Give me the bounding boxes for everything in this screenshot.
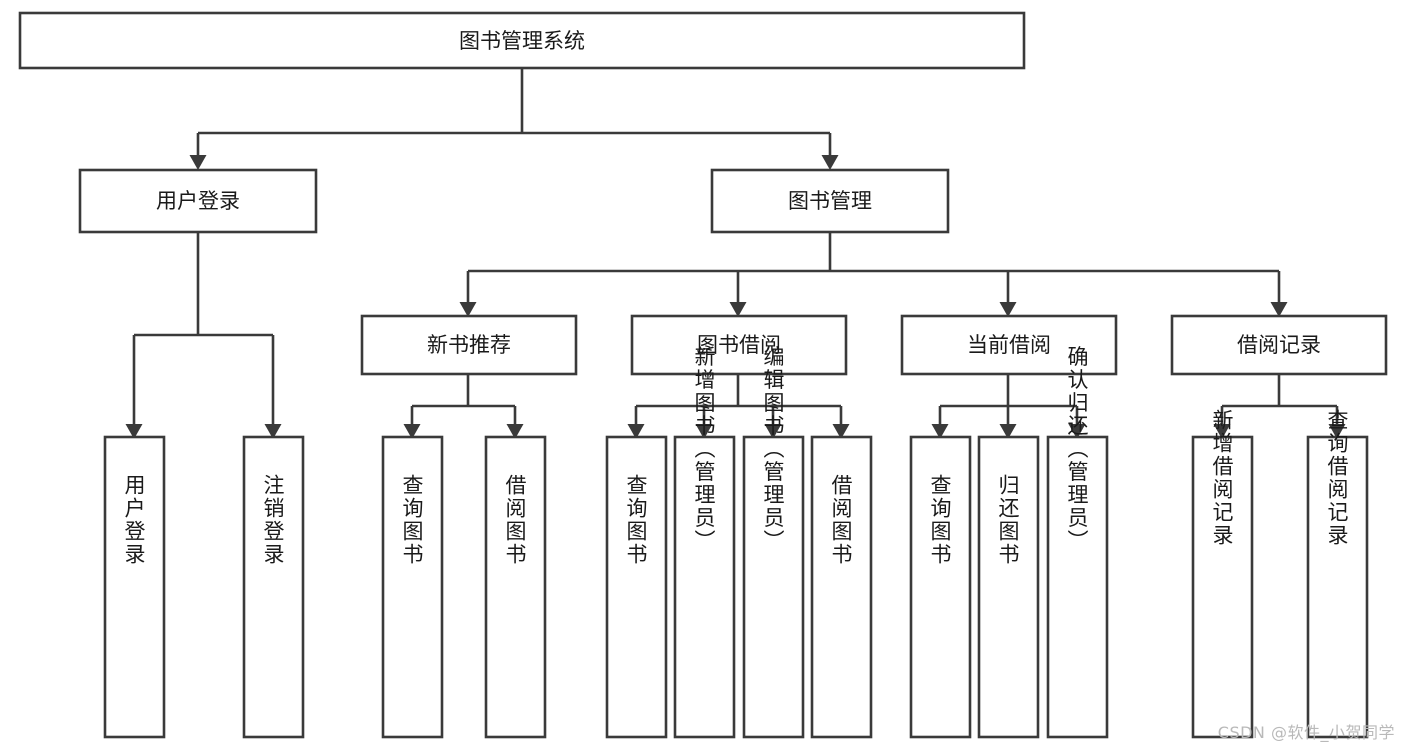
connectors-book-manage-to-level3 [466, 232, 1281, 303]
leaf-logout[interactable]: 注销登录 [242, 435, 305, 739]
leaf-add-record[interactable]: 新增借阅记录 [1191, 409, 1254, 739]
leaf-add-record-label: 新增借阅记录 [1210, 409, 1234, 547]
connectors-user-login-to-leaves [132, 232, 275, 425]
arrow-root-to-user-login [189, 155, 207, 170]
leaf-add-book-label: 新增图书（管理员） [692, 346, 716, 553]
leaf-query-book-3-label: 查询图书 [928, 474, 952, 566]
connectors-new-book-recommend-to-leaves [410, 374, 517, 425]
node-new-book-recommend[interactable]: 新书推荐 [360, 314, 578, 376]
connectors-root-to-level2 [196, 68, 832, 156]
leaf-borrow-book-2-label: 借阅图书 [829, 474, 853, 566]
leaf-user-login[interactable]: 用户登录 [103, 435, 166, 739]
leaf-confirm-return[interactable]: 确认归还（管理员） [1046, 346, 1109, 739]
leaf-query-book-2[interactable]: 查询图书 [605, 435, 668, 739]
csdn-watermark: CSDN @软件_小贺同学 [1217, 723, 1395, 742]
node-user-login[interactable]: 用户登录 [78, 168, 318, 234]
leaf-return-book-label: 归还图书 [996, 474, 1020, 566]
leaf-edit-book[interactable]: 编辑图书（管理员） [742, 346, 805, 739]
node-current-borrow[interactable]: 当前借阅 [900, 314, 1118, 376]
leaf-query-book-2-label: 查询图书 [624, 474, 648, 566]
connectors-borrow-record-to-leaves [1220, 374, 1339, 425]
node-new-book-recommend-label: 新书推荐 [427, 333, 511, 357]
node-root-label: 图书管理系统 [459, 29, 585, 53]
leaf-query-book-1[interactable]: 查询图书 [381, 435, 444, 739]
leaf-borrow-book-2[interactable]: 借阅图书 [810, 435, 873, 739]
leaf-query-book-1-label: 查询图书 [400, 474, 424, 566]
leaf-logout-label: 注销登录 [261, 474, 285, 566]
connectors-book-borrow-to-leaves [634, 374, 843, 425]
leaf-edit-book-label: 编辑图书（管理员） [761, 346, 785, 553]
leaf-query-record-label: 查询借阅记录 [1325, 409, 1349, 547]
node-borrow-record-label: 借阅记录 [1237, 333, 1321, 357]
connectors-current-borrow-to-leaves [938, 374, 1079, 425]
arrow-root-to-book-manage [821, 155, 839, 170]
node-user-login-label: 用户登录 [156, 189, 240, 213]
arrows-book-manage-children [459, 302, 1288, 317]
node-book-manage-label: 图书管理 [788, 189, 872, 213]
leaf-borrow-book-1-label: 借阅图书 [503, 474, 527, 566]
leaf-add-book[interactable]: 新增图书（管理员） [673, 346, 736, 739]
node-book-manage[interactable]: 图书管理 [710, 168, 950, 234]
leaf-query-record[interactable]: 查询借阅记录 [1306, 409, 1369, 739]
node-book-borrow[interactable]: 图书借阅 [630, 314, 848, 376]
leaf-return-book[interactable]: 归还图书 [977, 435, 1040, 739]
node-borrow-record[interactable]: 借阅记录 [1170, 314, 1388, 376]
leaf-query-book-3[interactable]: 查询图书 [909, 435, 972, 739]
node-current-borrow-label: 当前借阅 [967, 333, 1051, 357]
leaf-borrow-book-1[interactable]: 借阅图书 [484, 435, 547, 739]
node-book-borrow-label: 图书借阅 [697, 333, 781, 357]
leaf-user-login-label: 用户登录 [122, 474, 146, 566]
node-root[interactable]: 图书管理系统 [18, 11, 1026, 70]
leaf-confirm-return-label: 确认归还（管理员） [1065, 346, 1089, 553]
